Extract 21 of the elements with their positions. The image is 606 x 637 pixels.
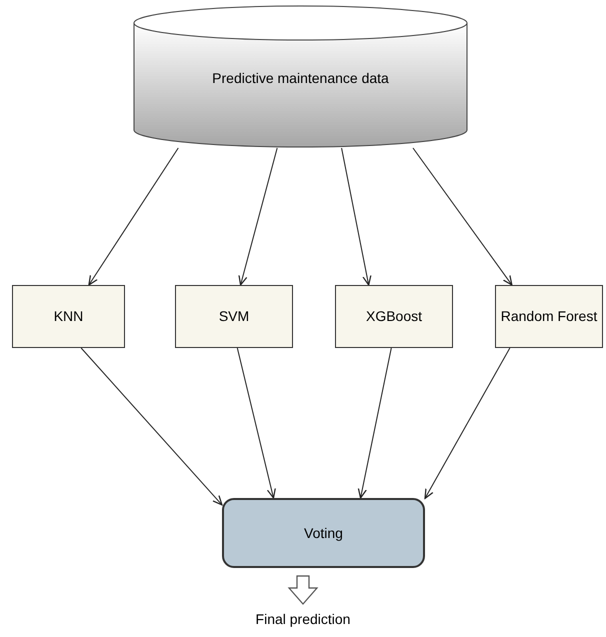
node-label: Voting [304, 524, 343, 543]
voting-box [222, 498, 425, 568]
node-label: Final prediction [256, 610, 350, 629]
node-label: Random Forest [500, 307, 598, 326]
arrow [80, 348, 223, 506]
node-label: Predictive maintenance data [211, 69, 390, 88]
model-box [175, 285, 293, 348]
node-label: KNN [54, 307, 84, 326]
arrow [88, 148, 179, 286]
node-label: XGBoost [366, 307, 422, 326]
arrow [238, 148, 278, 286]
model-box [495, 285, 603, 348]
hollow-arrow [288, 575, 318, 605]
model-box [12, 285, 125, 348]
arrow [341, 148, 372, 286]
arrow [424, 348, 510, 499]
node-label: SVM [218, 307, 250, 326]
arrow [412, 148, 512, 286]
model-box [335, 285, 453, 348]
arrow [236, 348, 276, 499]
arrow [358, 348, 392, 499]
